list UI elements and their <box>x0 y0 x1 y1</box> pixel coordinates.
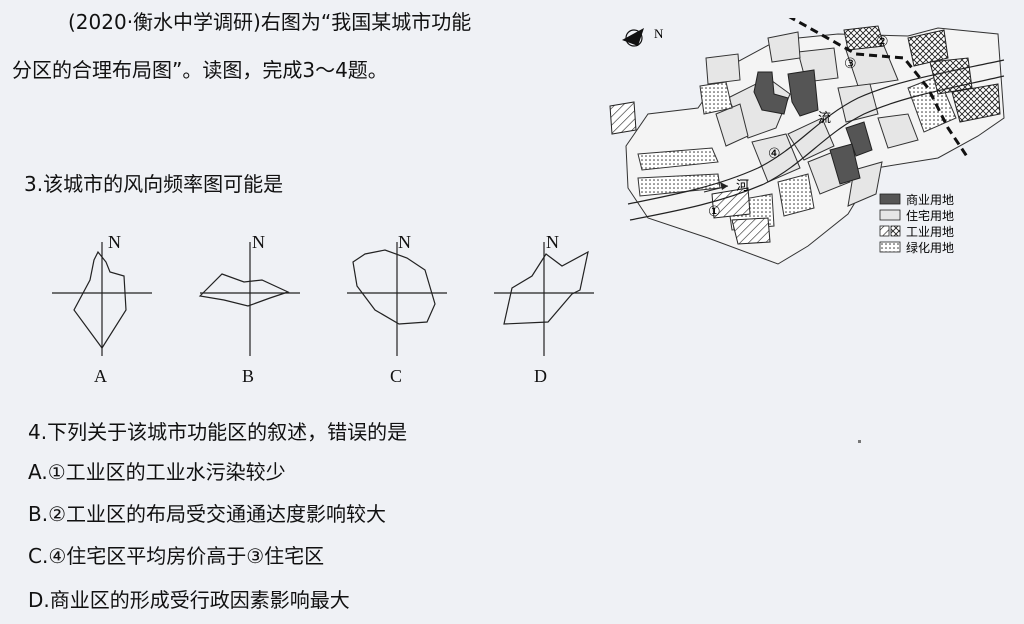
intro-line-1: (2020·衡水中学调研)右图为“我国某城市功能 <box>68 10 472 34</box>
rose-d-north: N <box>546 232 559 252</box>
wind-rose-d <box>494 242 594 356</box>
question-4-text: 4.下列关于该城市功能区的叙述，错误的是 <box>28 420 408 444</box>
option-c[interactable]: C.④住宅区平均房价高于③住宅区 <box>28 544 325 568</box>
wind-rose-b <box>198 242 300 356</box>
rose-a-label: A <box>94 366 107 386</box>
option-b[interactable]: B.②工业区的布局受交通通达度影响较大 <box>28 502 387 526</box>
industrial-zones <box>609 25 1001 245</box>
zone-label-2: ② <box>876 34 889 50</box>
rose-a-north: N <box>108 232 121 252</box>
north-arrow-icon <box>622 28 644 46</box>
decorative-dot <box>858 440 861 443</box>
railway-line <box>788 18 970 159</box>
legend-green: 绿化用地 <box>906 240 954 255</box>
zone-label-1: ① <box>708 204 721 220</box>
north-arrow-circle <box>625 29 643 47</box>
city-function-map: N 河 流 ① ② ③ ④ 商业用地 住宅用地 工业用地 绿化用地 <box>609 18 1005 265</box>
river-bank-north <box>627 59 1005 205</box>
legend-residential: 住宅用地 <box>906 208 954 223</box>
zone-label-3: ③ <box>844 56 857 72</box>
rose-b-label: B <box>242 366 255 386</box>
river-label-he: 河 <box>736 179 749 194</box>
option-a[interactable]: A.①工业区的工业水污染较少 <box>28 460 286 484</box>
legend-industrial: 工业用地 <box>906 225 954 239</box>
river-bank-south <box>629 75 1005 221</box>
rose-c-label: C <box>390 366 403 386</box>
option-d[interactable]: D.商业区的形成受行政因素影响最大 <box>28 588 350 612</box>
wind-rose-c <box>347 242 447 356</box>
rose-c-north: N <box>398 232 411 252</box>
commercial-zones <box>753 69 873 185</box>
river-arrow-head <box>720 182 728 190</box>
map-north-label: N <box>654 26 664 41</box>
rose-b-north: N <box>252 232 265 252</box>
map-legend: 商业用地 住宅用地 工业用地 绿化用地 <box>879 192 954 255</box>
intro-line-2: 分区的合理布局图”。读图，完成3～4题。 <box>12 58 388 82</box>
wind-rose-a <box>52 242 152 356</box>
zone-label-4: ④ <box>768 146 781 162</box>
rose-d-label: D <box>534 366 547 386</box>
river-label-liu: 流 <box>818 111 831 126</box>
legend-commercial: 商业用地 <box>906 192 954 207</box>
question-3-text: 3.该城市的风向频率图可能是 <box>24 172 284 196</box>
